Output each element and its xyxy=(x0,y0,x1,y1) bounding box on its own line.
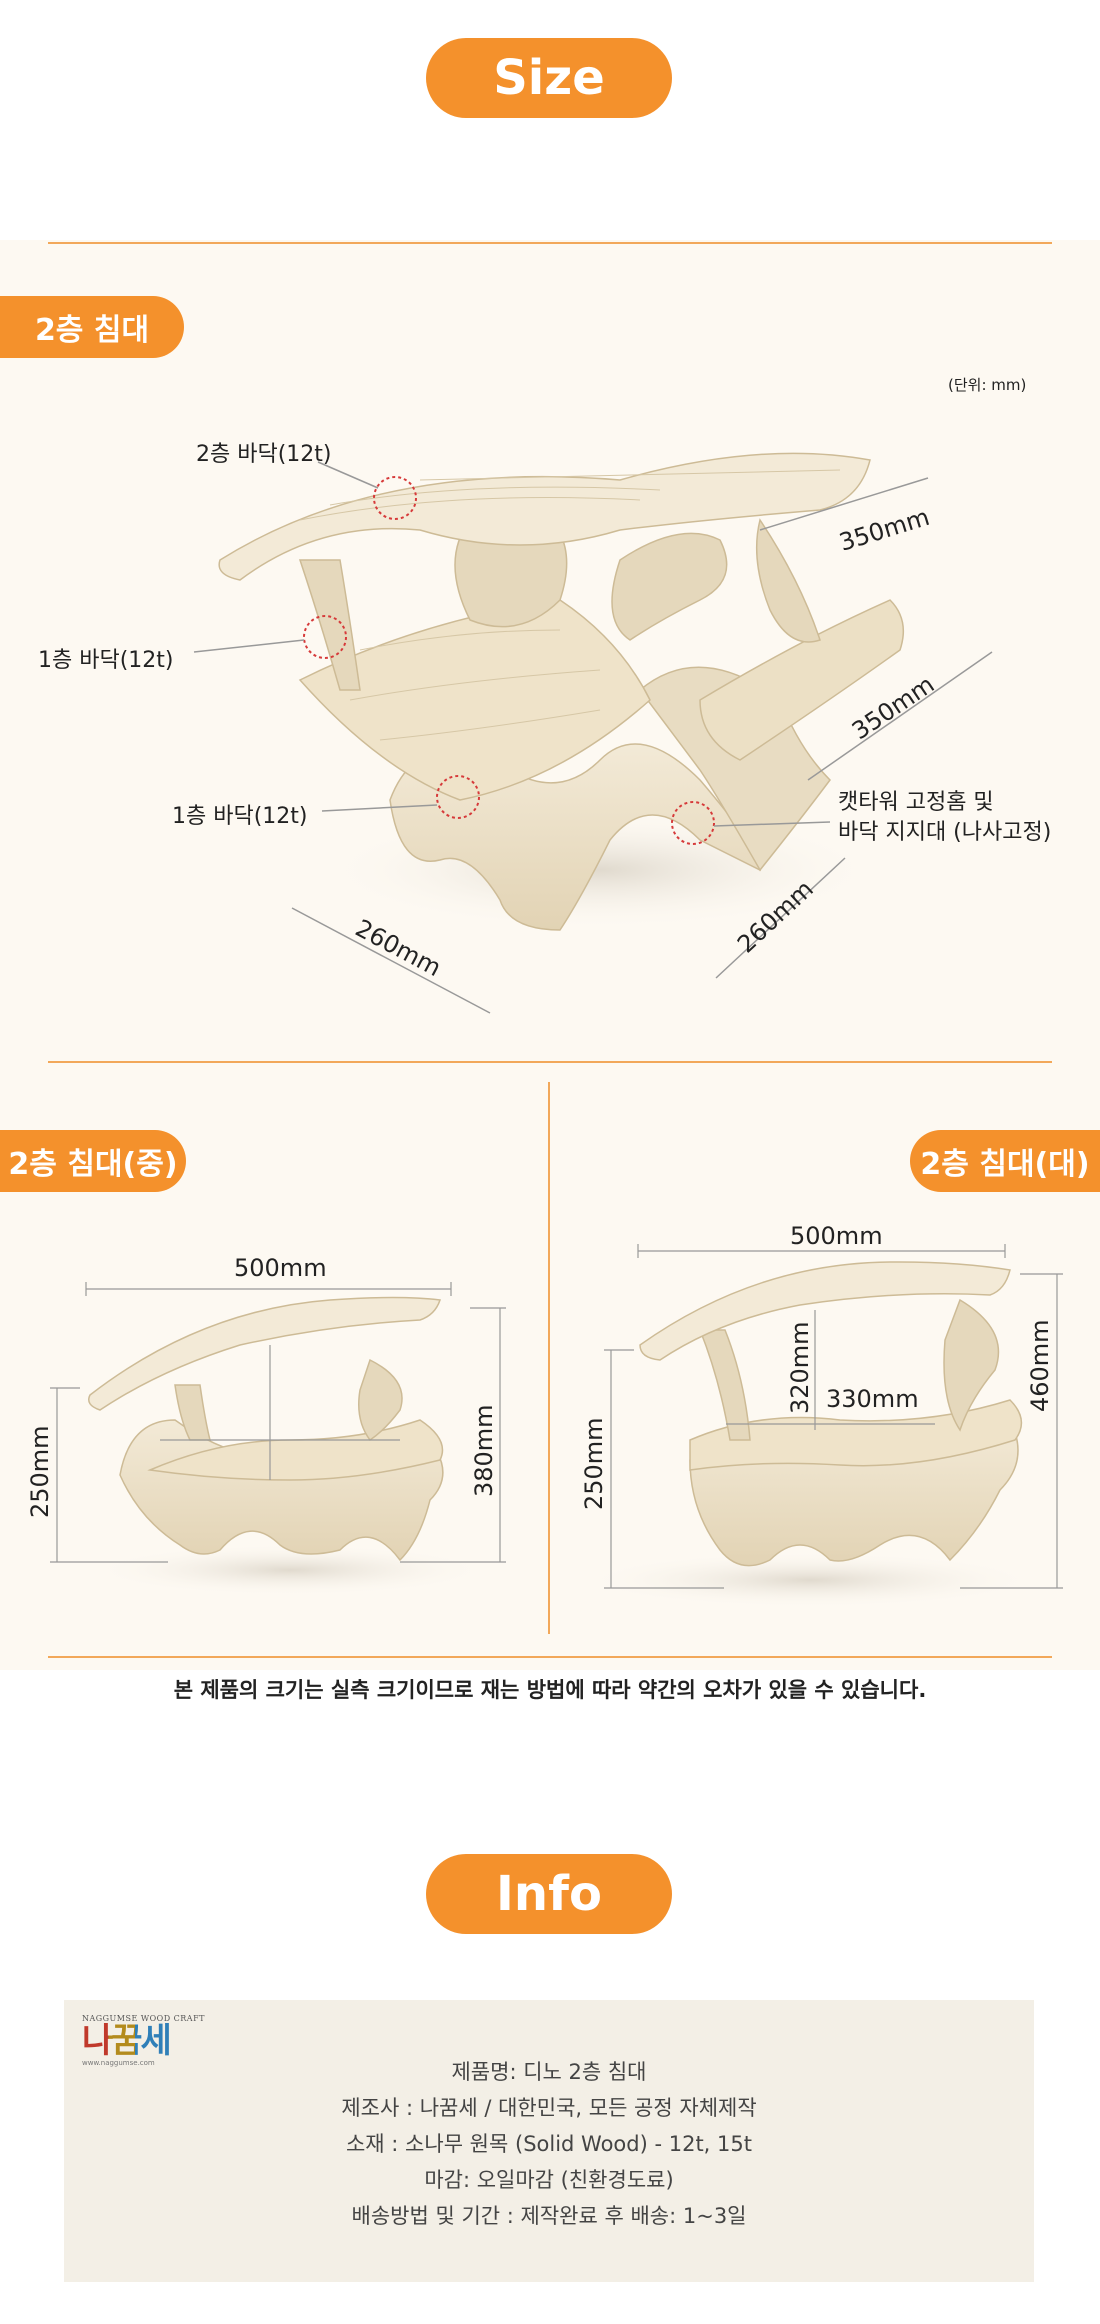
info-section-title: Info xyxy=(426,1854,672,1934)
logo-brand-en: NAGGUMSE WOOD CRAFT xyxy=(82,2014,205,2023)
size-section-title: Size xyxy=(426,38,672,118)
label-floor1-front: 1층 바닥(12t) xyxy=(172,804,308,829)
label-floor2: 2층 바닥(12t) xyxy=(196,442,332,467)
main-bed-illustration xyxy=(218,452,905,931)
unit-note: (단위: mm) xyxy=(948,376,1027,394)
info-list: 제품명: 디노 2층 침대 제조사 : 나꿈세 / 대한민국, 모든 공정 자체… xyxy=(64,2054,1034,2234)
divider-top xyxy=(48,242,1052,244)
info-material: 소재 : 소나무 원목 (Solid Wood) - 12t, 15t xyxy=(345,2132,752,2156)
brand-logo: NAGGUMSE WOOD CRAFT 나꿈세 www.naggumse.com xyxy=(82,2014,205,2067)
logo-url: www.naggumse.com xyxy=(82,2059,155,2067)
large-bed-illustration xyxy=(639,1261,1023,1567)
medium-height-left: 250mm xyxy=(26,1425,54,1518)
label-tower-line1: 캣타워 고정홈 및 xyxy=(838,790,994,815)
label-floor1-left: 1층 바닥(12t) xyxy=(38,648,174,673)
divider-bottom xyxy=(48,1656,1052,1658)
info-product-name: 제품명: 디노 2층 침대 xyxy=(451,2060,647,2084)
info-box: NAGGUMSE WOOD CRAFT 나꿈세 www.naggumse.com… xyxy=(64,2000,1034,2282)
large-bed-tag: 2층 침대(대) xyxy=(910,1130,1100,1192)
label-tower-line2: 바닥 지지대 (나사고정) xyxy=(838,820,1052,845)
large-height-right: 460mm xyxy=(1026,1319,1054,1412)
main-diagram-tag: 2층 침대 xyxy=(0,296,184,358)
large-height-left: 250mm xyxy=(580,1417,608,1510)
large-inner-width: 330mm xyxy=(826,1385,919,1413)
measurement-note: 본 제품의 크기는 실측 크기이므로 재는 방법에 따라 약간의 오차가 있을 … xyxy=(173,1678,927,1702)
divider-vertical xyxy=(548,1082,550,1634)
large-inner-height: 320mm xyxy=(786,1321,814,1414)
medium-height-right: 380mm xyxy=(470,1404,498,1497)
divider-middle xyxy=(48,1061,1052,1063)
medium-width: 500mm xyxy=(234,1254,327,1282)
medium-bed-tag: 2층 침대(중) xyxy=(0,1130,186,1192)
large-width: 500mm xyxy=(790,1222,883,1250)
info-shipping: 배송방법 및 기간 : 제작완료 후 배송: 1~3일 xyxy=(351,2204,747,2228)
logo-brand-ko: 나꿈세 xyxy=(82,2021,172,2061)
info-finish: 마감: 오일마감 (친환경도료) xyxy=(424,2168,674,2192)
info-manufacturer: 제조사 : 나꿈세 / 대한민국, 모든 공정 자체제작 xyxy=(341,2096,757,2120)
medium-bed-illustration xyxy=(88,1296,444,1562)
